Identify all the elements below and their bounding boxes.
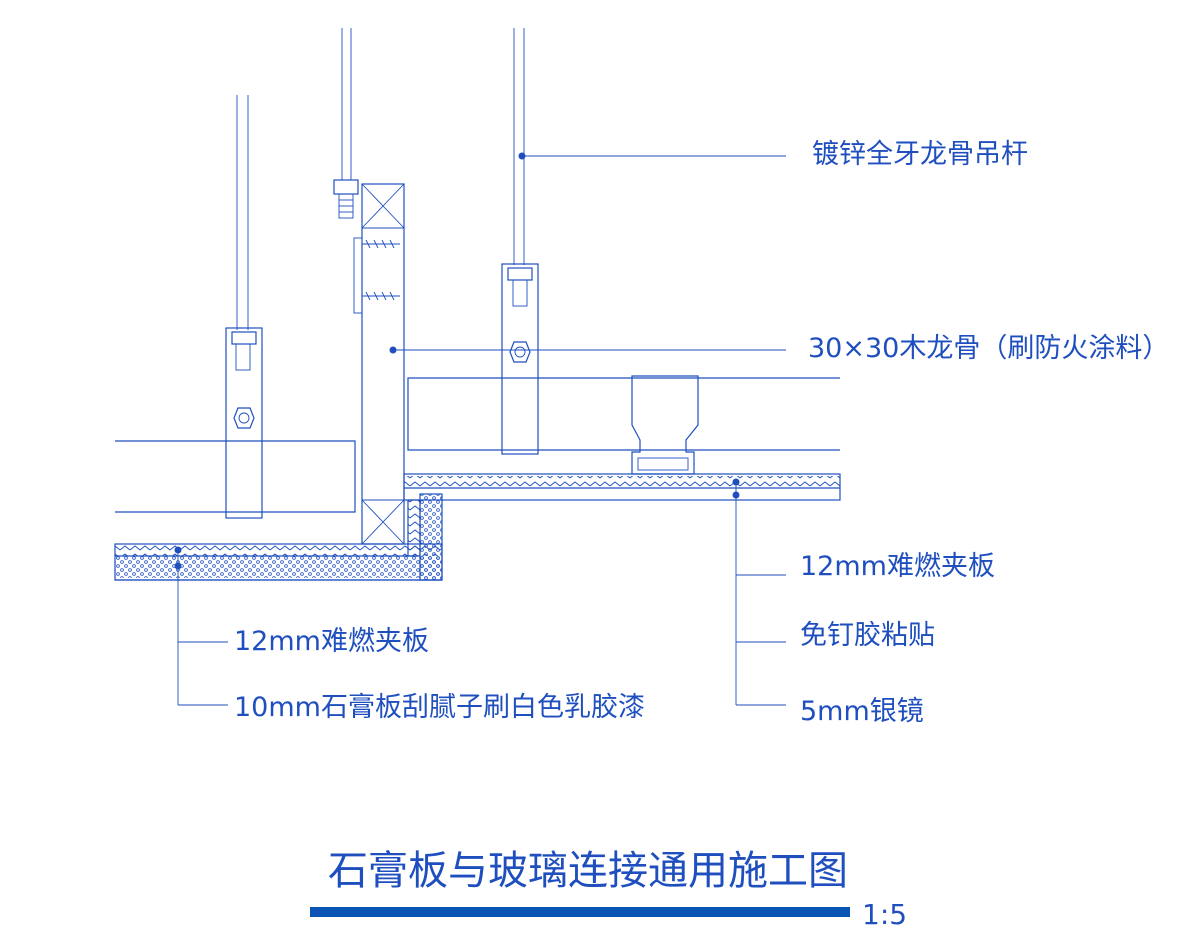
board-right-label: 12mm难燃夹板	[800, 551, 995, 582]
vertical-wood-keel	[353, 183, 405, 545]
title-underline	[310, 907, 850, 917]
mirror-label: 5mm银镜	[800, 696, 924, 727]
board-left-label: 12mm难燃夹板	[234, 626, 429, 657]
rod-label: 镀锌全牙龙骨吊杆	[812, 139, 1028, 170]
drawing-title: 石膏板与玻璃连接通用施工图	[328, 848, 848, 894]
left-board-layers	[114, 543, 443, 581]
glue-label: 免钉胶粘贴	[800, 620, 935, 651]
leader-lines	[174, 152, 786, 706]
top-bolt	[333, 179, 359, 219]
hanger-rods	[236, 28, 525, 330]
gypsum-label: 10mm石膏板刮腻子刷白色乳胶漆	[234, 692, 645, 723]
left-horizontal-keel	[115, 440, 356, 513]
middle-hanger-bracket	[501, 263, 539, 455]
right-horizontal-keel	[407, 377, 840, 451]
left-hanger-bracket	[225, 327, 263, 519]
keel-label: 30×30木龙骨（刷防火涂料）	[808, 333, 1169, 364]
scale-label: 1:5	[862, 898, 907, 931]
aluminium-clip	[631, 375, 699, 475]
right-board-layers	[403, 473, 841, 501]
